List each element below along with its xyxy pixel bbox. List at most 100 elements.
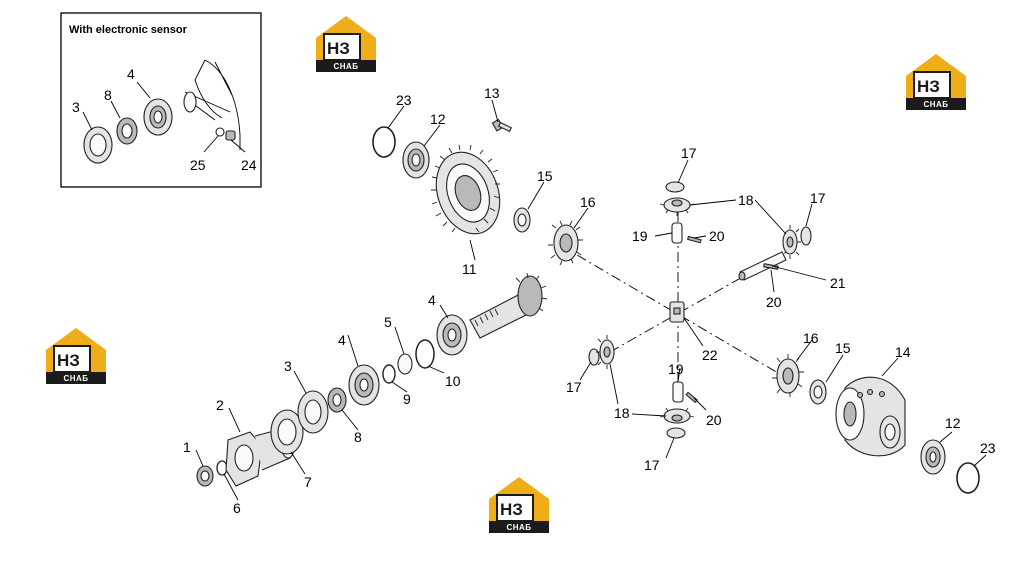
part-13-bolt xyxy=(491,118,513,133)
callout-3: 3 xyxy=(284,358,292,374)
part-7-seal xyxy=(270,409,304,455)
part-23-snap-ring-top xyxy=(372,126,396,158)
callout-13: 13 xyxy=(484,85,500,101)
part-17-washer-c xyxy=(588,348,600,366)
callout-20-a: 20 xyxy=(709,228,725,244)
callout-17-d: 17 xyxy=(644,457,660,473)
callout-8: 8 xyxy=(354,429,362,445)
logo-mark-text: НЗ xyxy=(57,351,80,370)
logo-mark-text: НЗ xyxy=(917,77,940,96)
logo-caption-bar xyxy=(316,60,376,72)
callout-12-bottom: 12 xyxy=(945,415,961,431)
callout-11: 11 xyxy=(462,261,477,277)
part-19-shaft-a xyxy=(671,222,683,244)
part-18-pinion-b xyxy=(596,335,615,369)
logo-mark-text: НЗ xyxy=(500,500,523,519)
callout-17-b: 17 xyxy=(810,190,826,206)
callout-2: 2 xyxy=(216,397,224,413)
part-10-ring xyxy=(415,339,435,369)
part-6-o-ring xyxy=(216,460,228,476)
callout-18-b: 18 xyxy=(614,405,630,421)
callout-21: 21 xyxy=(830,275,846,291)
inset-housing-outline xyxy=(194,59,241,150)
logo-caption-bar xyxy=(906,98,966,110)
callout-22: 22 xyxy=(702,347,718,363)
inset-ring xyxy=(183,91,197,113)
part-18-pinion-c xyxy=(659,407,695,424)
part-8-nut xyxy=(327,387,347,413)
logo-caption-text: СНАБ xyxy=(506,523,531,532)
part-17-washer-a xyxy=(665,181,685,193)
part-12-bearing-bottom xyxy=(920,439,946,475)
part-17-washer-b xyxy=(800,226,812,246)
inset-bearing-4 xyxy=(143,98,173,136)
callout-1: 1 xyxy=(183,439,191,455)
callout-20-c: 20 xyxy=(706,412,722,428)
part-1-nut xyxy=(196,465,214,487)
callout-4-left: 4 xyxy=(338,332,346,348)
callout-20-b: 20 xyxy=(766,294,782,310)
callout-inset-8: 8 xyxy=(104,87,112,103)
part-19-shaft-b xyxy=(672,381,684,403)
watermark-logo-left: НЗ СНАБ xyxy=(46,328,106,384)
callout-inset-3: 3 xyxy=(72,99,80,115)
watermark-logo-bottom: НЗ СНАБ xyxy=(489,477,549,533)
callout-inset-24: 24 xyxy=(241,157,257,173)
callout-12-top: 12 xyxy=(430,111,446,127)
callout-16-bottom: 16 xyxy=(803,330,819,346)
part-18-pinion-a xyxy=(659,197,695,216)
inset-title: With electronic sensor xyxy=(69,24,188,36)
part-4-bearing-mid xyxy=(436,314,468,356)
part-11-ring-gear xyxy=(431,144,501,235)
part-16-side-gear-top xyxy=(548,220,583,266)
watermark-logo-top: НЗ СНАБ xyxy=(316,16,376,72)
logo-caption-text: СНАБ xyxy=(333,62,358,71)
callout-19-b: 19 xyxy=(668,361,684,377)
callout-18-a: 18 xyxy=(738,192,754,208)
part-18-pinion-right xyxy=(782,225,801,259)
inset-nut-8 xyxy=(116,117,138,145)
part-5-spacer xyxy=(397,353,413,375)
callout-14: 14 xyxy=(895,344,911,360)
callout-9: 9 xyxy=(403,391,411,407)
watermark-logo-right: НЗ СНАБ xyxy=(906,54,966,110)
callout-5: 5 xyxy=(384,314,392,330)
callout-15-bottom: 15 xyxy=(835,340,851,356)
callout-23-top: 23 xyxy=(396,92,412,108)
inset-seal-3 xyxy=(83,126,113,164)
inset-washer-25 xyxy=(215,127,225,137)
callout-17-c: 17 xyxy=(566,379,582,395)
part-pinion-shaft xyxy=(469,272,548,339)
callout-10: 10 xyxy=(445,373,461,389)
callout-7: 7 xyxy=(304,474,312,490)
logo-mark-box xyxy=(323,33,361,61)
callout-16-top: 16 xyxy=(580,194,596,210)
logo-caption-text: СНАБ xyxy=(923,100,948,109)
part-3-seal xyxy=(297,390,329,434)
part-15-washer-top xyxy=(513,207,531,233)
callout-15-top: 15 xyxy=(537,168,553,184)
callout-4-mid: 4 xyxy=(428,292,436,308)
callout-inset-4: 4 xyxy=(127,66,135,82)
part-9-shim xyxy=(382,364,396,384)
part-15-washer-bottom xyxy=(809,379,827,405)
part-22-center-block xyxy=(669,301,685,323)
inset-panel: With electronic sensor 4 8 xyxy=(60,12,262,188)
part-4-bearing-left xyxy=(348,364,380,406)
logo-caption-bar xyxy=(489,521,549,533)
callout-inset-25: 25 xyxy=(190,157,206,173)
logo-caption-bar xyxy=(46,372,106,384)
part-16-side-gear-bottom xyxy=(772,354,804,397)
logo-mark-text: НЗ xyxy=(327,39,350,58)
callout-19-a: 19 xyxy=(632,228,648,244)
part-21-cross-shaft xyxy=(738,251,787,281)
callout-17-a: 17 xyxy=(681,145,697,161)
callout-6: 6 xyxy=(233,500,241,516)
part-14-diff-case xyxy=(835,376,906,457)
assembly-centerlines xyxy=(559,212,791,395)
logo-caption-text: СНАБ xyxy=(63,374,88,383)
inset-sensor-24 xyxy=(225,130,236,141)
part-20-pin-c xyxy=(685,391,699,404)
leader-lines xyxy=(195,99,987,501)
